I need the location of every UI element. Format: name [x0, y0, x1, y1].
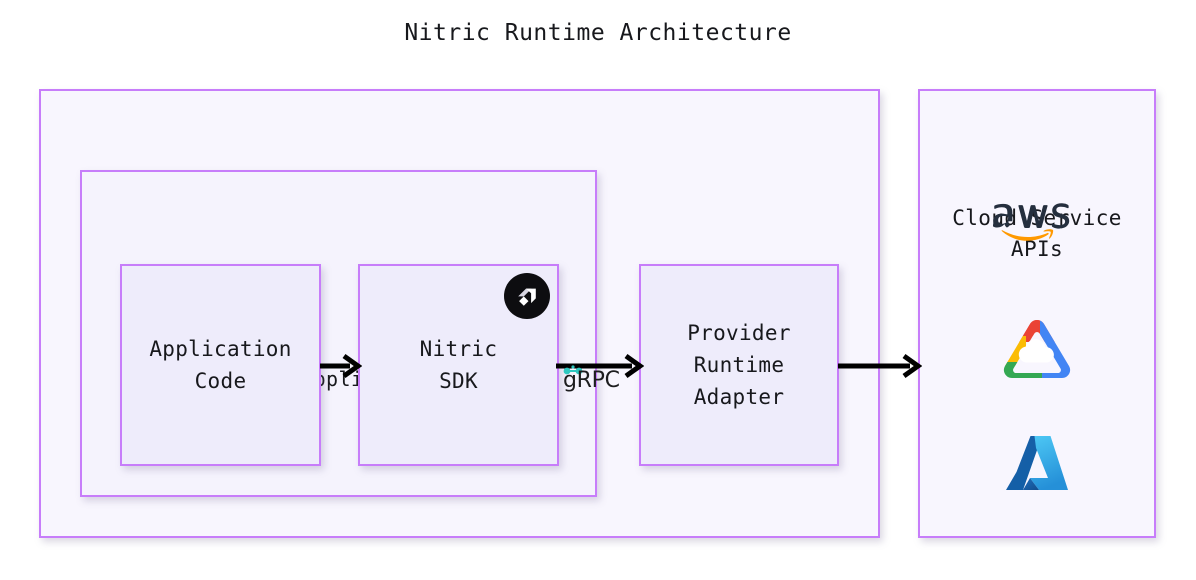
arrow-application-code-to-nitric-sdk: [318, 352, 363, 384]
node-provider-runtime-adapter[interactable]: Provider Runtime Adapter: [639, 264, 839, 466]
aws-logo-icon: [992, 203, 1081, 259]
edge-label-grpc: gRPC: [563, 368, 620, 393]
arrow-provider-runtime-adapter-to-cloud-service-apis: [838, 352, 923, 384]
provider-runtime-adapter-label: Provider Runtime Adapter: [687, 321, 791, 409]
page-title: Nitric Runtime Architecture: [404, 20, 792, 46]
nitric-sdk-label: Nitric SDK: [419, 337, 498, 393]
azure-logo-icon: [1006, 432, 1068, 498]
node-application-code[interactable]: Application Code: [120, 264, 321, 466]
grpc-mark-icon: [563, 362, 585, 375]
cloud-service-apis-group: Cloud Service APIs: [918, 89, 1156, 538]
application-code-label: Application Code: [149, 337, 292, 393]
cloud-service-apis-label: Cloud Service APIs: [952, 206, 1122, 261]
arrow-nitric-sdk-to-provider-runtime-adapter: [556, 352, 645, 384]
google-cloud-logo-icon: [1000, 318, 1074, 382]
nitric-logo-icon: [504, 273, 550, 319]
